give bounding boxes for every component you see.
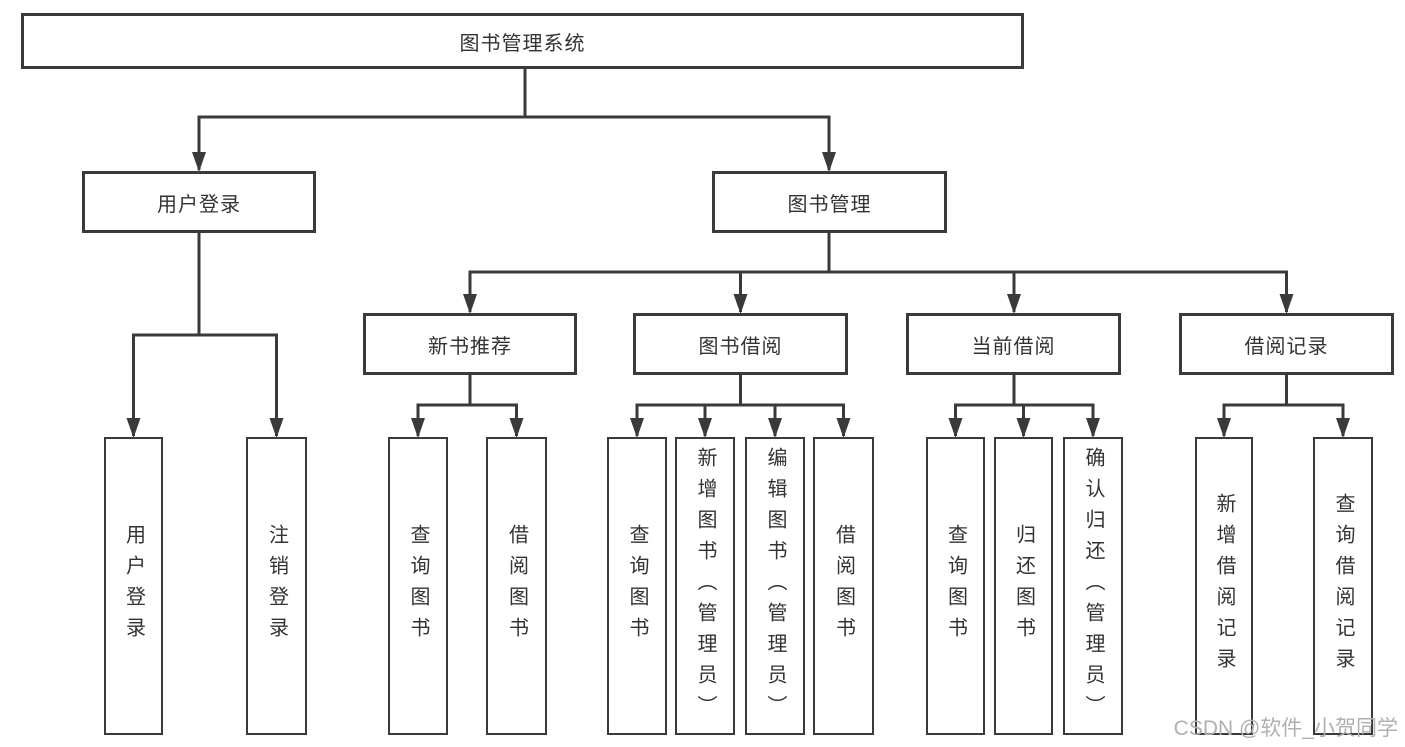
node-label: 新增图书（管理员）	[694, 446, 716, 726]
node-label: 查询图书	[626, 524, 648, 648]
node-label: 归还图书	[1012, 524, 1035, 648]
node-label: 新书推荐	[428, 335, 512, 358]
node-label: 用户登录	[122, 524, 145, 648]
leaf-edit-books-admin: 编辑图书（管理员）	[745, 437, 805, 735]
node-label: 借阅图书	[832, 524, 855, 648]
leaf-borrow-books-recommend: 借阅图书	[486, 437, 547, 735]
leaf-user-login: 用户登录	[104, 437, 163, 735]
leaf-query-books-current: 查询图书	[926, 437, 985, 735]
node-label: 图书管理	[787, 193, 872, 216]
node-label: 查询图书	[407, 524, 429, 648]
watermark: CSDN @软件_小贺同学	[1173, 717, 1398, 740]
node-label: 编辑图书（管理员）	[764, 446, 786, 726]
leaf-query-books-borrow: 查询图书	[607, 437, 667, 735]
leaf-add-borrow-record: 新增借阅记录	[1195, 437, 1253, 735]
node-user-login: 用户登录	[82, 171, 316, 233]
node-label: 查询图书	[944, 524, 967, 648]
node-label: 图书管理系统	[459, 32, 586, 55]
node-root-library-system: 图书管理系统	[21, 13, 1024, 69]
node-borrowing-records: 借阅记录	[1179, 313, 1394, 375]
leaf-query-books-recommend: 查询图书	[388, 437, 448, 735]
node-label: 借阅记录	[1244, 335, 1329, 358]
node-label: 新增借阅记录	[1213, 493, 1235, 679]
leaf-add-books-admin: 新增图书（管理员）	[675, 437, 735, 735]
node-book-borrowing: 图书借阅	[633, 313, 848, 375]
node-label: 当前借阅	[971, 335, 1056, 358]
node-current-borrowing: 当前借阅	[906, 313, 1121, 375]
node-label: 用户登录	[157, 193, 241, 216]
leaf-borrow-books: 借阅图书	[813, 437, 874, 735]
node-new-book-recommend: 新书推荐	[363, 313, 577, 375]
leaf-return-books: 归还图书	[994, 437, 1053, 735]
node-label: 查询借阅记录	[1332, 493, 1354, 679]
leaf-query-borrow-record: 查询借阅记录	[1313, 437, 1373, 735]
node-label: 图书借阅	[698, 335, 783, 358]
leaf-confirm-return-admin: 确认归还（管理员）	[1063, 437, 1123, 735]
leaf-logout: 注销登录	[246, 437, 307, 735]
node-label: 借阅图书	[505, 524, 528, 648]
node-label: 注销登录	[265, 524, 288, 648]
node-label: 确认归还（管理员）	[1082, 446, 1104, 726]
node-book-management: 图书管理	[712, 171, 947, 233]
